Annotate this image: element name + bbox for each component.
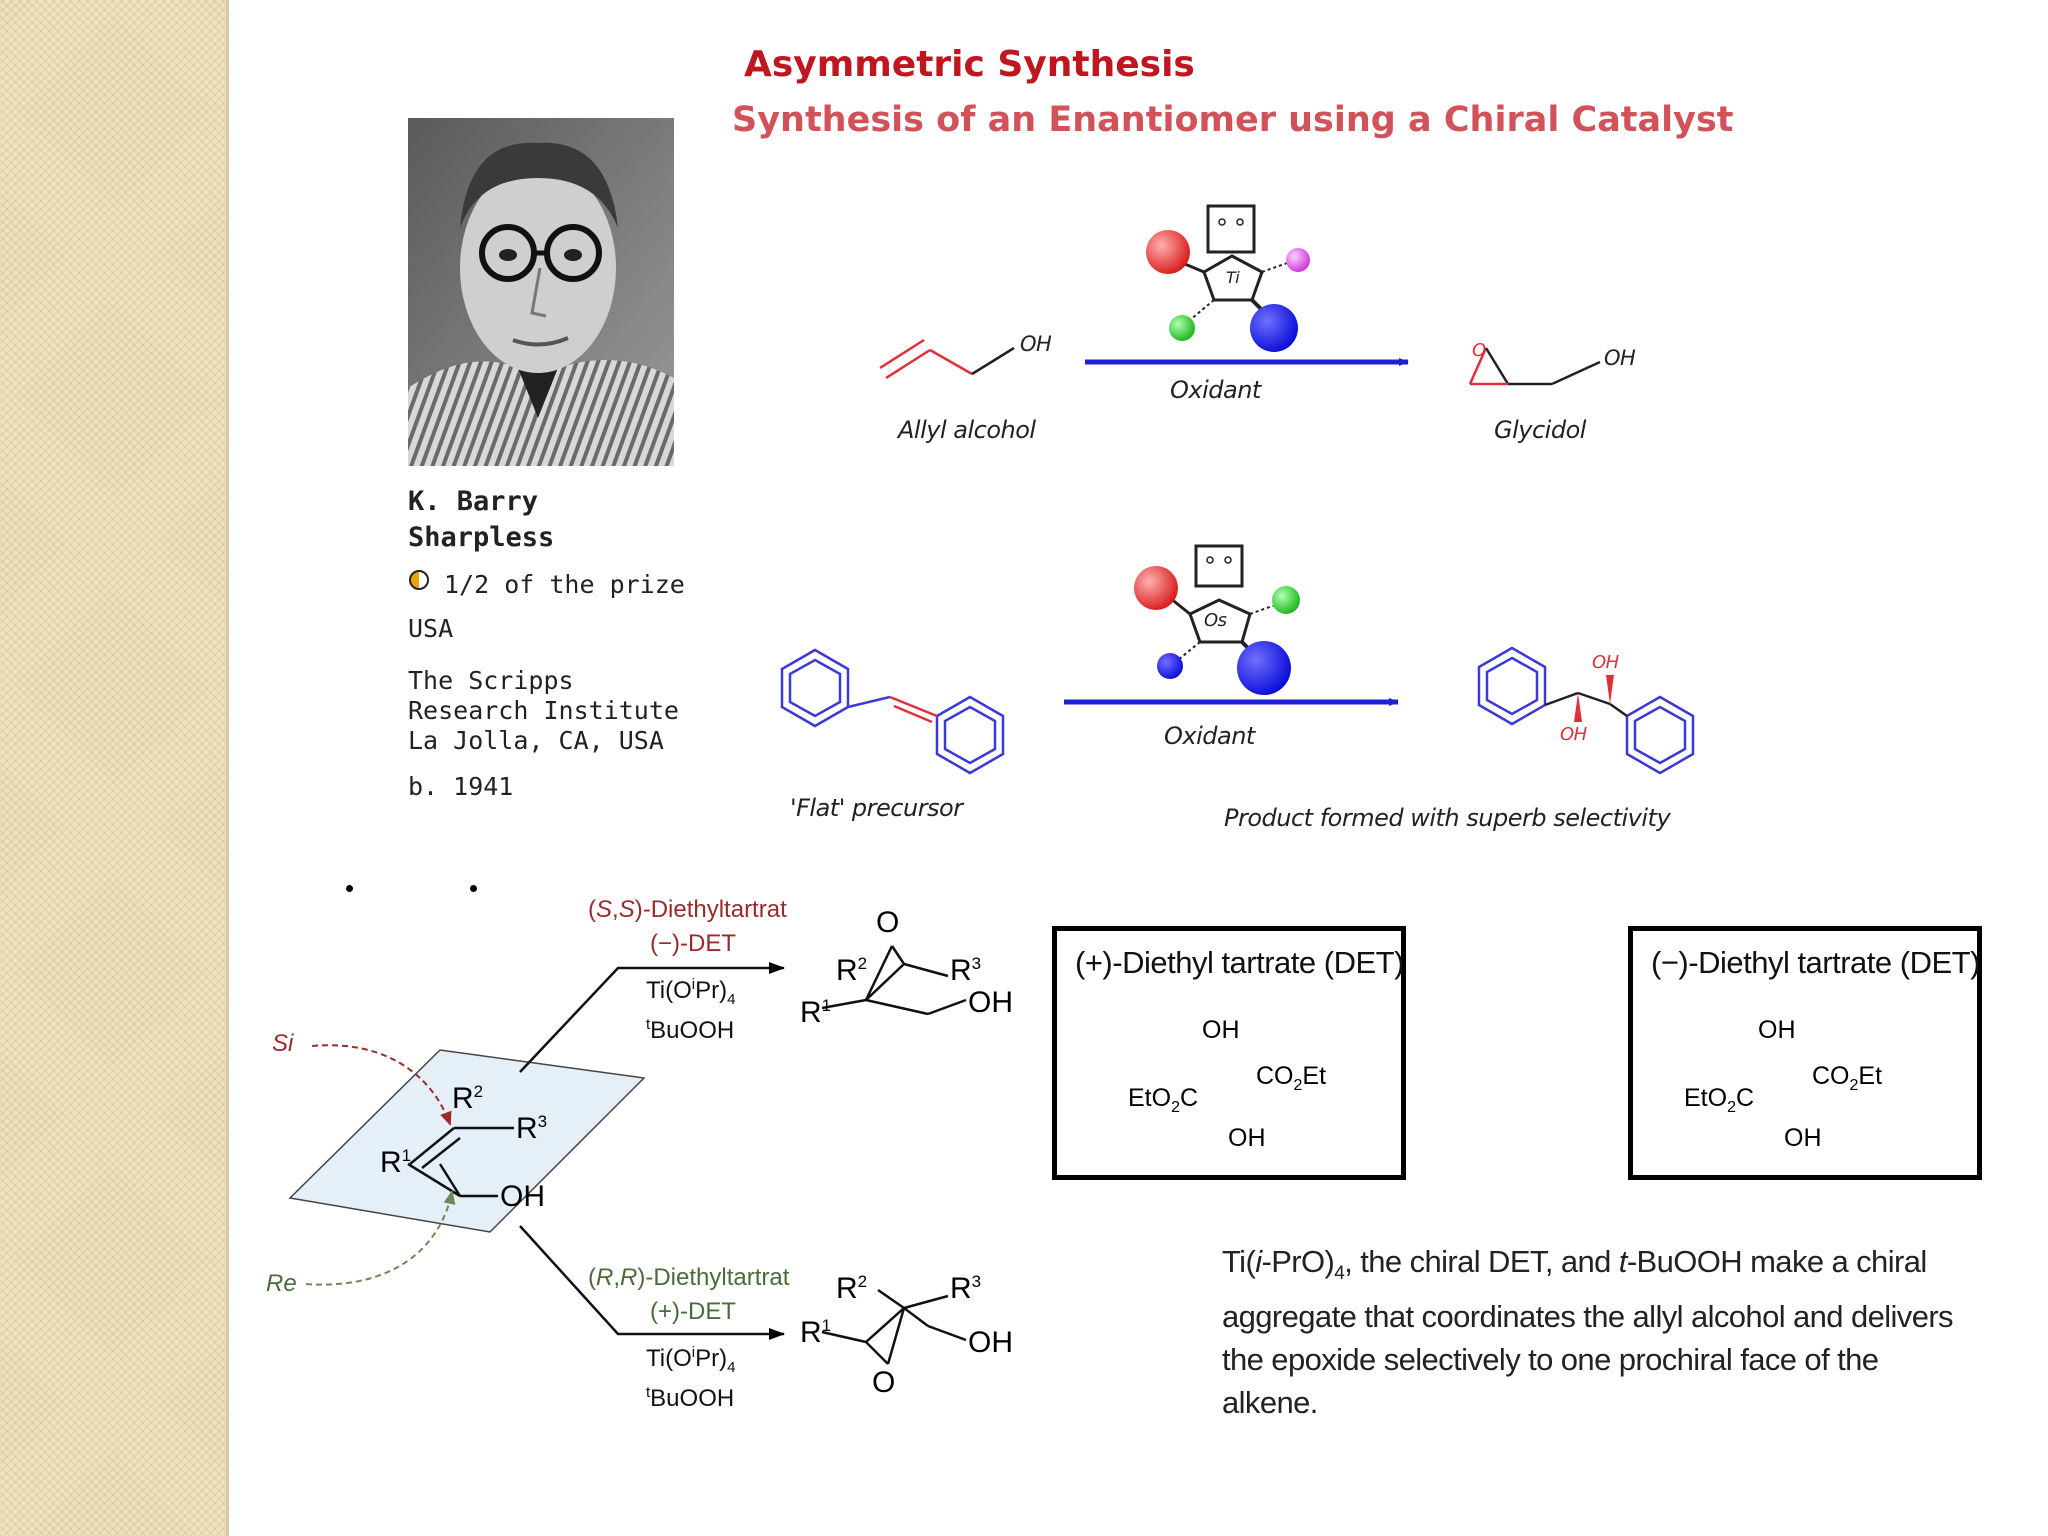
affiliation-line3: La Jolla, CA, USA: [408, 726, 664, 755]
allyl-oh-label: OH: [1020, 332, 1052, 356]
plus-det-oh-bottom: OH: [1228, 1124, 1266, 1152]
upper-branch-arrow: [519, 962, 785, 1073]
mechanism-caption: Ti(i-PrO)4, the chiral DET, and t-BuOOH …: [1222, 1244, 1954, 1421]
lower-epoxide-o: O: [872, 1366, 896, 1399]
lower-r2-label: R2: [836, 1272, 868, 1305]
lower-branch-arrow: [519, 1225, 785, 1340]
prize-medal-icon: [409, 570, 429, 590]
laureate-country: USA: [408, 614, 454, 643]
decorative-side-band: [0, 0, 226, 1536]
side-band-edge: [226, 0, 229, 1536]
glycidol-oh-label: OH: [1604, 346, 1636, 370]
affiliation-line2: Research Institute: [408, 696, 679, 725]
page-subtitle: Synthesis of an Enantiomer using a Chira…: [732, 100, 1734, 140]
re-face-arrow: [305, 1190, 456, 1286]
glycidol-structure: [1468, 347, 1601, 386]
ti-catalyst-model: [1146, 204, 1310, 352]
minus-det-etoc: EtO2C: [1684, 1084, 1755, 1116]
os-catalyst-model: [1134, 544, 1300, 695]
r1-label: R1: [380, 1146, 412, 1179]
stray-dot: [470, 885, 477, 892]
reaction1-product: Glycidol: [1494, 416, 1586, 444]
diol-product-structure: [1477, 646, 1695, 775]
affiliation-line1: The Scripps: [408, 666, 574, 695]
prize-share: 1/2 of the prize: [444, 570, 685, 599]
plus-det-oh-top: OH: [1202, 1016, 1240, 1044]
upper-epoxide-o: O: [876, 906, 900, 939]
upper-r3-label: R3: [950, 954, 982, 987]
diol-oh-bottom-label: OH: [1560, 724, 1587, 745]
ti-metal-label: Ti: [1226, 268, 1240, 287]
re-face-label: Re: [266, 1270, 297, 1297]
lower-epoxide-structure: [821, 1288, 967, 1365]
reaction2-reactant: 'Flat' precursor: [790, 794, 963, 822]
si-face-arrow: [311, 1044, 452, 1126]
upper-r2-label: R2: [836, 954, 868, 987]
plus-det-title: (+)-Diethyl tartrate (DET): [1075, 945, 1404, 980]
minus-det-box: (−)-Diethyl tartrate (DET): [1628, 926, 1982, 1180]
stray-dot: [346, 885, 353, 892]
plus-det-box: (+)-Diethyl tartrate (DET): [1052, 926, 1406, 1180]
upper-r1-label: R1: [800, 996, 832, 1029]
lower-r3-label: R3: [950, 1272, 982, 1305]
minus-det-title: (−)-Diethyl tartrate (DET): [1651, 945, 1980, 980]
r3-label: R3: [516, 1112, 548, 1145]
reaction2-product: Product formed with superb selectivity: [1224, 804, 1671, 832]
allyl-alcohol-structure: [879, 338, 1015, 380]
minus-det-oh-bottom: OH: [1784, 1124, 1822, 1152]
laureate-name-line1: K. Barry: [408, 486, 539, 517]
upper-tbu-reagent: tBuOOH: [646, 1016, 735, 1044]
page-title: Asymmetric Synthesis: [744, 44, 1195, 85]
lower-oh-label: OH: [968, 1326, 1013, 1359]
birth-year: b. 1941: [408, 772, 514, 801]
lower-ti-reagent: Ti(OiPr)4: [646, 1344, 736, 1376]
stilbene-structure: [780, 648, 1005, 775]
upper-tartrate-label: (S,S)-Diethyltartrat: [588, 896, 787, 923]
plus-det-etoc: EtO2C: [1128, 1084, 1199, 1116]
reaction1-reagent: Oxidant: [1170, 376, 1261, 404]
glycidol-o-label: O: [1472, 340, 1486, 361]
lower-r1-label: R1: [800, 1316, 832, 1349]
laureate-portrait: [408, 118, 674, 466]
diol-oh-top-label: OH: [1592, 652, 1619, 673]
minus-det-oh-top: OH: [1758, 1016, 1796, 1044]
upper-oh-label: OH: [968, 986, 1013, 1019]
si-face-label: Si: [272, 1030, 294, 1057]
plus-det-ester: CO2Et: [1256, 1062, 1327, 1094]
reaction1-reactant: Allyl alcohol: [898, 416, 1036, 444]
laureate-name-line2: Sharpless: [408, 522, 555, 553]
os-metal-label: Os: [1204, 610, 1227, 631]
reaction2-reagent: Oxidant: [1164, 722, 1255, 750]
r2-label: R2: [452, 1082, 484, 1115]
upper-ti-reagent: Ti(OiPr)4: [646, 976, 736, 1008]
lower-tbu-reagent: tBuOOH: [646, 1384, 735, 1412]
upper-det-label: (−)-DET: [650, 930, 736, 957]
minus-det-ester: CO2Et: [1812, 1062, 1883, 1094]
oh-label: OH: [500, 1180, 545, 1213]
upper-epoxide-structure: [821, 945, 967, 1016]
lower-tartrate-label: (R,R)-Diethyltartrat: [588, 1264, 790, 1291]
lower-det-label: (+)-DET: [650, 1298, 736, 1325]
prochiral-plane: [288, 1049, 646, 1233]
